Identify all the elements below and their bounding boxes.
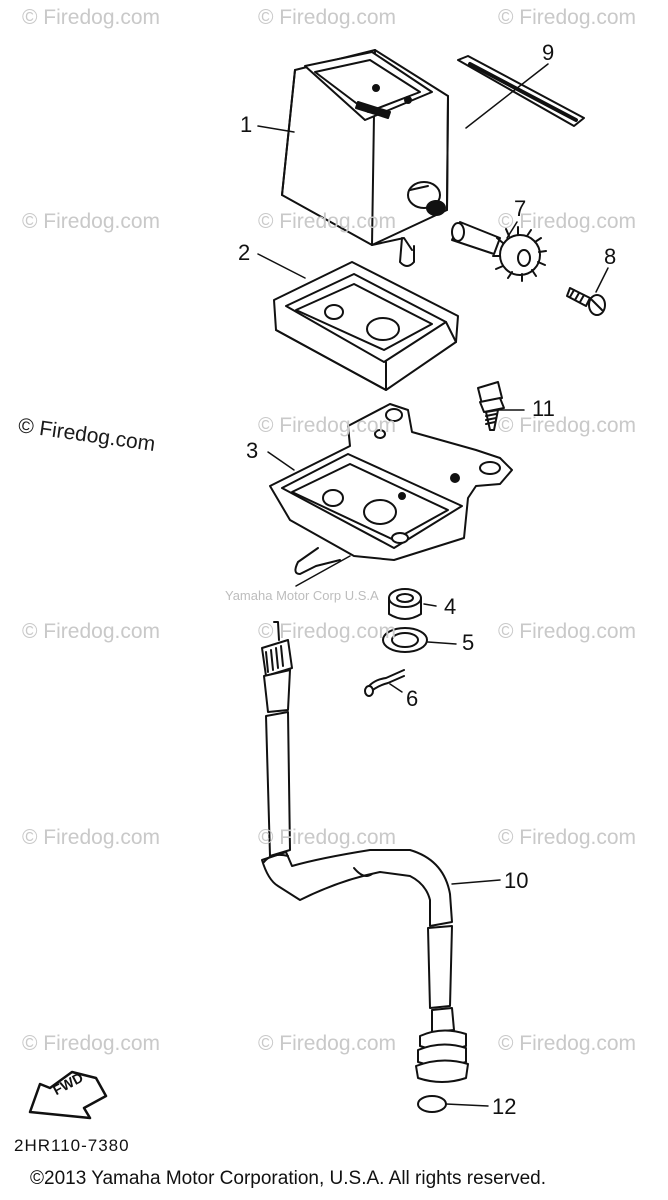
leader-lines (257, 63, 609, 1107)
watermark: © Firedog.com (498, 1032, 637, 1055)
callout-3: 3 (246, 438, 259, 463)
watermark: © Firedog.com (22, 6, 161, 29)
watermark: © Firedog.com (22, 1032, 161, 1055)
watermark: © Firedog.com (22, 210, 161, 233)
o-ring-part-12 (417, 1095, 447, 1113)
callout-5: 5 (462, 630, 475, 655)
callout-1: 1 (240, 112, 253, 137)
watermark: © Firedog.com (22, 620, 161, 643)
watermark: © Firedog.com (258, 1032, 397, 1055)
diagram-code: 2HR110-7380 (14, 1136, 130, 1155)
watermark: © Firedog.com (22, 826, 161, 849)
bracket-part-3 (269, 403, 513, 575)
watermark: © Firedog.com (498, 620, 637, 643)
watermark: © Firedog.com (498, 414, 637, 437)
watermark: © Firedog.com (258, 826, 397, 849)
callout-7: 7 (514, 196, 527, 221)
callout-4: 4 (444, 594, 457, 619)
cushion-part-2 (273, 261, 459, 391)
clip-part-6 (364, 669, 405, 697)
watermark: © Firedog.com (258, 210, 397, 233)
meter-cable-part-10 (261, 621, 469, 1083)
watermark: © Firedog.com (498, 210, 637, 233)
drive-gear-part-7 (451, 221, 547, 282)
watermark: © Firedog.com (258, 6, 397, 29)
callout-12: 12 (492, 1094, 517, 1119)
washer-part-5 (382, 627, 428, 653)
callout-9: 9 (542, 40, 555, 65)
watermark: © Firedog.com (498, 826, 637, 849)
watermark: © Firedog.com (258, 620, 397, 643)
callout-11: 11 (532, 396, 555, 421)
bolt-part-11 (477, 381, 505, 431)
callout-10: 10 (504, 868, 529, 893)
meter-housing-part-1 (281, 49, 449, 267)
screw-part-8 (566, 287, 606, 316)
watermark: © Firedog.com (498, 6, 637, 29)
copyright: ©2013 Yamaha Motor Corporation, U.S.A. A… (30, 1168, 546, 1189)
callout-2: 2 (238, 240, 251, 265)
grommet-part-4 (388, 588, 422, 620)
center-watermark: Yamaha Motor Corp U.S.A (225, 588, 379, 603)
callout-8: 8 (604, 244, 617, 269)
seal-strip-part-9 (457, 55, 585, 127)
watermark: © Firedog.com (258, 414, 397, 437)
fwd-arrow-icon (28, 1070, 108, 1120)
callout-6: 6 (406, 686, 419, 711)
